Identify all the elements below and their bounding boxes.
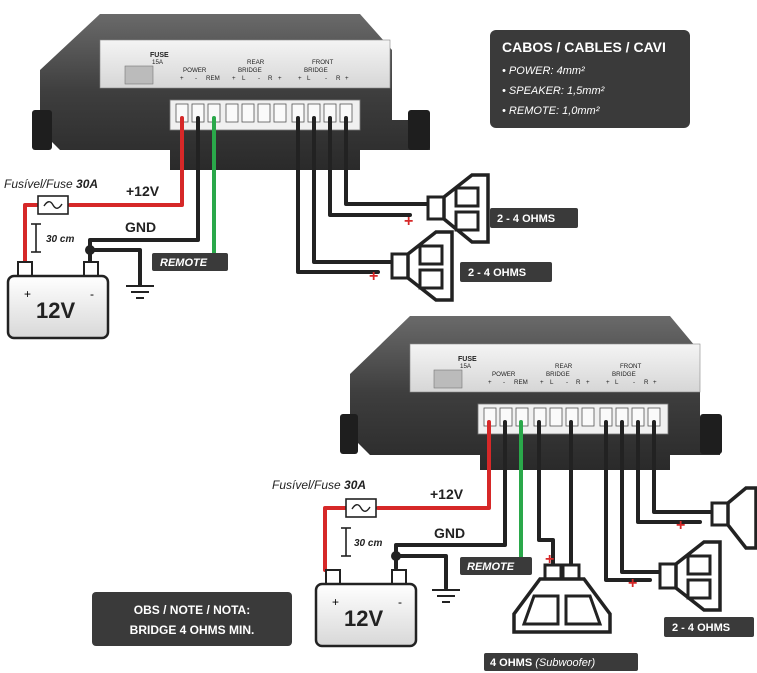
ohms-label: 2 - 4 OHMS xyxy=(497,213,555,225)
pin-label: + xyxy=(298,75,302,82)
rear-label: REAR xyxy=(555,363,573,370)
pin-label: R xyxy=(336,75,341,82)
cable-item: • POWER: 4mm² xyxy=(502,65,585,77)
gnd-label: GND xyxy=(125,219,156,235)
pin-label: + xyxy=(345,75,349,82)
ohms-label: 2 - 4 OHMS xyxy=(672,622,730,634)
cables-info-box: CABOS / CABLES / CAVI • POWER: 4mm² • SP… xyxy=(490,30,690,128)
bridge-label: BRIDGE xyxy=(238,67,262,74)
pin-label: + xyxy=(586,379,590,386)
remote-label: REMOTE xyxy=(160,257,208,269)
speaker-icon xyxy=(390,230,454,302)
ohms-tag: 2 - 4 OHMS xyxy=(490,208,578,228)
pin-label: L xyxy=(550,379,554,386)
pin-label: + xyxy=(232,75,236,82)
remote-tag: REMOTE xyxy=(152,253,228,271)
front-label: FRONT xyxy=(620,363,642,370)
pin-label: L xyxy=(615,379,619,386)
distance-label: 30 cm xyxy=(46,234,74,245)
fuse-value: 15A xyxy=(152,59,164,66)
pin-label: R xyxy=(576,379,581,386)
ohms-tag: 2 - 4 OHMS xyxy=(664,617,754,637)
battery-plus: + xyxy=(24,287,31,301)
ground-symbol xyxy=(126,285,154,299)
distance-label: 30 cm xyxy=(354,538,382,549)
polarity-plus: + xyxy=(545,551,554,568)
distance-marker xyxy=(341,527,351,557)
front-label: FRONT xyxy=(312,59,334,66)
pin-label: - xyxy=(503,379,505,386)
pin-label: - xyxy=(325,75,327,82)
ground-symbol xyxy=(432,589,460,603)
rear-label: REAR xyxy=(247,59,265,66)
gnd-label: GND xyxy=(434,525,465,541)
fuse-label: FUSE xyxy=(458,356,477,363)
power-label: POWER xyxy=(183,67,207,74)
remote-label: REMOTE xyxy=(467,561,515,573)
pin-label: - xyxy=(566,379,568,386)
pin-label: - xyxy=(633,379,635,386)
polarity-plus: + xyxy=(404,213,413,230)
pin-label: - xyxy=(258,75,260,82)
pin-label: REM xyxy=(206,75,220,82)
polarity-plus: + xyxy=(628,575,637,592)
pin-label: - xyxy=(195,75,197,82)
wires-bottom xyxy=(323,420,718,590)
sub-ohms-label: 4 OHMS (Subwoofer) xyxy=(490,657,596,669)
bridge-label: BRIDGE xyxy=(546,371,570,378)
speaker-icon xyxy=(658,540,722,612)
note-line: OBS / NOTE / NOTA: xyxy=(134,603,250,617)
fuse-label: FUSE xyxy=(150,52,169,59)
amplifier-top: FUSE 15A POWER + - REM REAR BRIDGE + L -… xyxy=(32,14,430,170)
pin-label: + xyxy=(653,379,657,386)
note-line: BRIDGE 4 OHMS MIN. xyxy=(130,623,255,637)
pin-label: L xyxy=(242,75,246,82)
plus12v-label: +12V xyxy=(430,486,464,502)
battery-minus: - xyxy=(398,595,402,609)
pin-label: + xyxy=(488,379,492,386)
fuse-bottom xyxy=(345,498,377,518)
ohms-label: 2 - 4 OHMS xyxy=(468,267,526,279)
speaker-icon xyxy=(710,486,757,550)
fuse-value: 15A xyxy=(460,363,472,370)
cables-title: CABOS / CABLES / CAVI xyxy=(502,39,666,55)
polarity-plus: + xyxy=(369,268,378,285)
battery-minus: - xyxy=(90,287,94,301)
pin-label: L xyxy=(307,75,311,82)
pin-label: R xyxy=(268,75,273,82)
battery-plus: + xyxy=(332,595,339,609)
sub-ohms-tag: 4 OHMS (Subwoofer) xyxy=(484,653,638,671)
speaker-icon xyxy=(426,173,490,244)
battery-voltage: 12V xyxy=(36,298,75,323)
battery-bottom: + - 12V xyxy=(314,569,418,648)
bridge-label: BRIDGE xyxy=(612,371,636,378)
pin-label: R xyxy=(644,379,649,386)
fuse-top xyxy=(37,195,69,215)
bridge-label: BRIDGE xyxy=(304,67,328,74)
cable-item: • SPEAKER: 1,5mm² xyxy=(502,85,605,97)
distance-marker xyxy=(31,223,41,253)
pin-label: + xyxy=(278,75,282,82)
battery-voltage: 12V xyxy=(344,606,383,631)
amplifier-bottom: FUSE 15A POWER + - REM REAR BRIDGE + L -… xyxy=(340,316,722,470)
note-box: OBS / NOTE / NOTA: BRIDGE 4 OHMS MIN. xyxy=(92,592,292,646)
fuse-text: Fusível/Fuse 30A xyxy=(4,177,98,191)
subwoofer-icon xyxy=(512,563,612,634)
cable-item: • REMOTE: 1,0mm² xyxy=(502,105,600,117)
ohms-tag: 2 - 4 OHMS xyxy=(460,262,552,282)
pin-label: + xyxy=(180,75,184,82)
pin-label: + xyxy=(606,379,610,386)
polarity-plus: + xyxy=(676,517,685,534)
pin-label: REM xyxy=(514,379,528,386)
power-label: POWER xyxy=(492,371,516,378)
remote-tag: REMOTE xyxy=(460,557,532,575)
fuse-text: Fusível/Fuse 30A xyxy=(272,478,366,492)
battery-top: + - 12V xyxy=(6,261,110,340)
plus12v-label: +12V xyxy=(126,183,160,199)
pin-label: + xyxy=(540,379,544,386)
